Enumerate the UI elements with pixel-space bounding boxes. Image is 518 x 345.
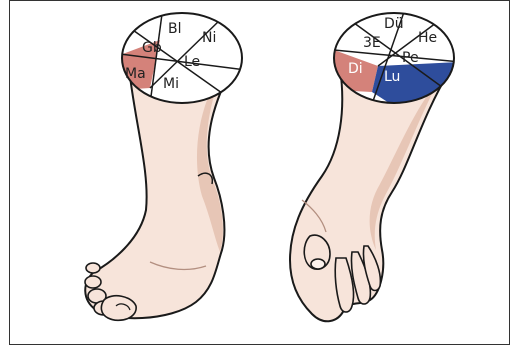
foot-label-ni: Ni [202,30,216,46]
toe-big [101,296,136,321]
toe-small [86,263,100,273]
hand-label-pe: Pe [402,50,419,66]
foot-label-ma: Ma [125,66,146,82]
foot-label-bl: Bl [168,21,182,37]
foot-label-le: Le [184,54,200,70]
foot-label-gb: Gb [142,40,162,56]
hand-label-di: Di [348,61,363,77]
toe-fourth [85,276,101,288]
hand-label-3e: 3E [363,35,381,51]
hand-label-he: He [418,30,437,46]
thumbnail [311,259,325,269]
hand-label-lu: Lu [384,69,400,85]
foot-label-mi: Mi [163,76,179,92]
hand-label-du: Dü [384,16,404,32]
